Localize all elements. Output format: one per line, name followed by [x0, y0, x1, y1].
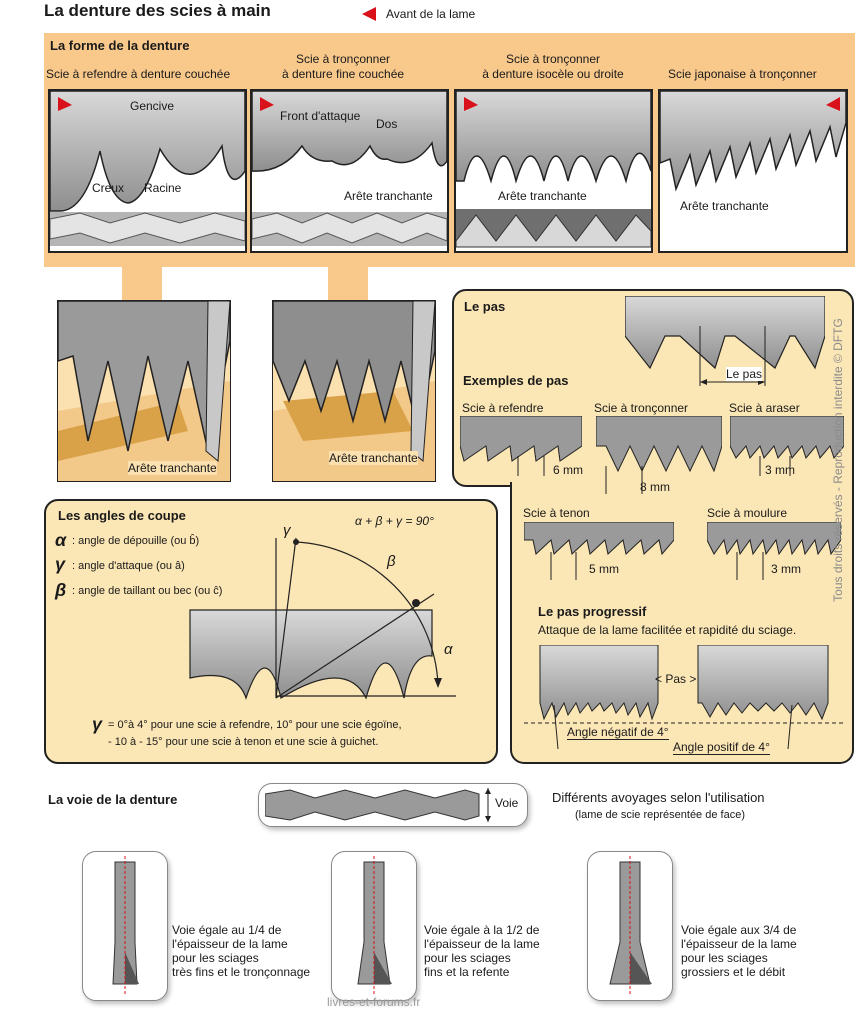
pas-progressif-diagram [524, 645, 844, 750]
pas-label: Le pas [726, 367, 763, 381]
saw-profile-tronconner-isocele-drawing [456, 91, 651, 248]
pas-example-value-5: 3 mm [771, 562, 801, 576]
pas-example-tronconner-diagram [596, 416, 722, 494]
label-front-attaque: Front d'attaque [280, 109, 361, 123]
angles-formula: α + β + γ = 90° [355, 514, 434, 528]
pas-example-value-1: 6 mm [553, 463, 583, 477]
label-arete-2: Arête tranchante [344, 189, 433, 203]
angle-text-beta: : angle de taillant ou bec (ou ĉ) [72, 585, 223, 597]
watermark: livres-et-forums.fr [327, 995, 421, 1009]
angles-note-line1: = 0°à 4° pour une scie à refendre, 10° p… [108, 719, 402, 731]
label-racine: Racine [144, 181, 182, 195]
angle-negatif-label: Angle négatif de 4° [567, 725, 669, 740]
pas-progressif-text: Attaque de la lame facilitée et rapidité… [538, 623, 797, 637]
label-dos: Dos [376, 117, 398, 131]
page-title: La denture des scies à main [44, 1, 271, 20]
voie-text-1: Voie égale au 1/4 de l'épaisseur de la l… [172, 923, 311, 979]
saw-title-1: Scie à refendre à denture couchée [46, 67, 231, 81]
connector-2 [328, 266, 368, 302]
voie-heading: La voie de la denture [48, 792, 178, 807]
copyright-text: Tous droits réservés - Reproduction inte… [831, 318, 845, 602]
pas-example-value-2: 8 mm [640, 480, 670, 494]
angle-text-alpha: : angle de dépouille (ou b̂) [72, 535, 200, 547]
angle-sym-alpha: α [55, 530, 67, 550]
diagram-gamma: γ [283, 522, 291, 539]
angle-text-gamma: : angle d'attaque (ou â) [72, 560, 185, 572]
legend-label: Avant de la lame [386, 7, 476, 21]
pas-heading: Le pas [464, 299, 506, 314]
diagram-beta: β [387, 553, 396, 570]
voie-dimension-icon [485, 788, 491, 822]
saw-profile-tronconner-fine: Front d'attaque Dos Arête tranchante [250, 89, 449, 253]
cut-label-2: Arête tranchante [329, 451, 418, 465]
pas-example-name-2: Scie à tronçonner [594, 401, 689, 415]
pas-example-refendre-diagram [460, 416, 582, 476]
saw-title-4: Scie japonaise à tronçonner [668, 67, 817, 81]
pas-example-value-3: 3 mm [765, 463, 795, 477]
pas-example-name-3: Scie à araser [729, 401, 800, 415]
saw-profile-refendre-drawing [50, 91, 245, 246]
cut-illustration-tronconner: Arête tranchante [272, 300, 436, 482]
pas-progressif-heading: Le pas progressif [538, 604, 647, 619]
saw-profile-tronconner-isocele: Arête tranchante [454, 89, 653, 253]
angles-heading: Les angles de coupe [58, 508, 186, 523]
pas-example-name-1: Scie à refendre [462, 401, 544, 415]
voie-subtitle: Différents avoyages selon l'utilisation [552, 790, 765, 805]
angles-diagram [189, 537, 456, 700]
pas-examples-heading: Exemples de pas [463, 373, 569, 388]
voie-text-3: Voie égale aux 3/4 de l'épaisseur de la … [681, 923, 797, 979]
pas-example-moulure-diagram [707, 522, 841, 580]
label-gencive: Gencive [130, 99, 175, 113]
saw-profile-tronconner-fine-drawing [252, 91, 447, 246]
pas-main-diagram [625, 296, 825, 386]
label-arete-3: Arête tranchante [498, 189, 587, 203]
label-arete-4: Arête tranchante [680, 199, 769, 213]
saw-profile-refendre: Gencive Creux Racine [48, 89, 247, 253]
voie-blade-card: Voie [258, 783, 528, 827]
forme-heading: La forme de la denture [50, 38, 190, 53]
voie-subtitle2: (lame de scie représentée de face) [575, 809, 745, 821]
voie-blade-drawing [265, 789, 480, 821]
pas-progressif-center: < Pas > [655, 672, 697, 686]
pas-example-value-4: 5 mm [589, 562, 619, 576]
saw-profile-japonaise: Arête tranchante [658, 89, 848, 253]
voie-card-quarter-drawing [112, 856, 139, 996]
saw-title-2: Scie à tronçonner à denture fine couchée [281, 52, 405, 81]
cut-illustration-refendre: Arête tranchante [57, 300, 231, 482]
pas-example-tenon-diagram [524, 522, 674, 580]
saw-title-3: Scie à tronçonner à denture isocèle ou d… [482, 52, 624, 81]
pas-example-araser-diagram [730, 416, 844, 476]
voie-card-three-quarter-drawing [609, 856, 652, 996]
angles-note-line2: - 10 à - 15° pour une scie à tenon et un… [108, 736, 379, 748]
diagram-alpha: α [444, 641, 453, 658]
cut-illustration-refendre-drawing [58, 301, 230, 481]
label-creux: Creux [92, 181, 125, 195]
pas-panel-joint [512, 478, 848, 486]
cut-label-1: Arête tranchante [128, 461, 217, 475]
voie-card-quarter [82, 851, 168, 1001]
voie-card-half-drawing [357, 856, 392, 996]
angle-positif-label: Angle positif de 4° [673, 740, 770, 755]
pas-example-name-4: Scie à tenon [523, 506, 590, 520]
pas-example-name-5: Scie à moulure [707, 506, 788, 520]
angle-sym-beta: β [55, 580, 67, 600]
voie-card-three-quarter [587, 851, 673, 1001]
angles-note-sym: γ [92, 714, 103, 734]
saw-profile-japonaise-drawing [660, 91, 846, 192]
voie-label: Voie [495, 796, 519, 810]
front-arrow-icon [362, 7, 376, 21]
voie-card-half [331, 851, 417, 1001]
voie-text-2: Voie égale à la 1/2 de l'épaisseur de la… [424, 923, 540, 979]
connector-1 [122, 266, 162, 302]
angle-sym-gamma: γ [55, 554, 66, 574]
